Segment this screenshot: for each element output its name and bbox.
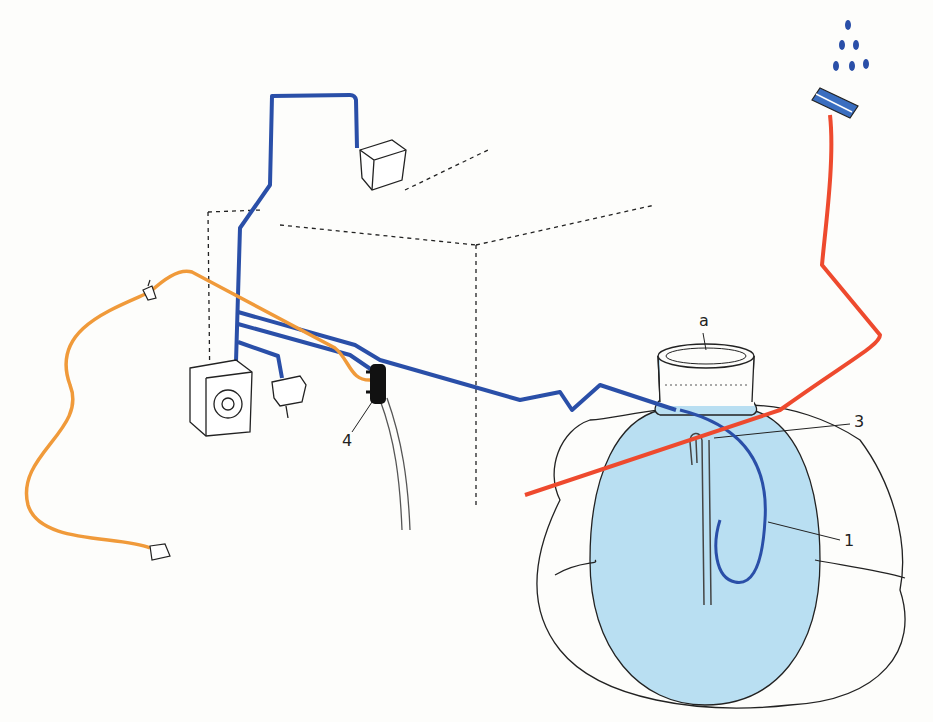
hand-basin bbox=[272, 376, 306, 418]
callout-number: 3 bbox=[852, 413, 866, 431]
house-outline bbox=[208, 150, 655, 505]
callout-number: 4 bbox=[340, 432, 354, 450]
filter-tube bbox=[690, 433, 711, 605]
rain-pipe bbox=[525, 20, 880, 495]
callout-number: a bbox=[697, 312, 711, 330]
tank-rim bbox=[555, 560, 905, 578]
leader-line bbox=[768, 522, 840, 540]
leader-line bbox=[352, 402, 372, 432]
toilet-cistern bbox=[360, 140, 406, 190]
washing-machine bbox=[190, 360, 252, 436]
pump-unit bbox=[366, 364, 410, 530]
ground-pit bbox=[537, 405, 905, 708]
garden-hose bbox=[26, 271, 372, 560]
callout-number: 1 bbox=[842, 532, 856, 550]
supply-pipe bbox=[236, 95, 676, 410]
suction-pipe bbox=[680, 410, 765, 582]
tank-body bbox=[590, 410, 820, 705]
leader-line bbox=[703, 333, 706, 350]
